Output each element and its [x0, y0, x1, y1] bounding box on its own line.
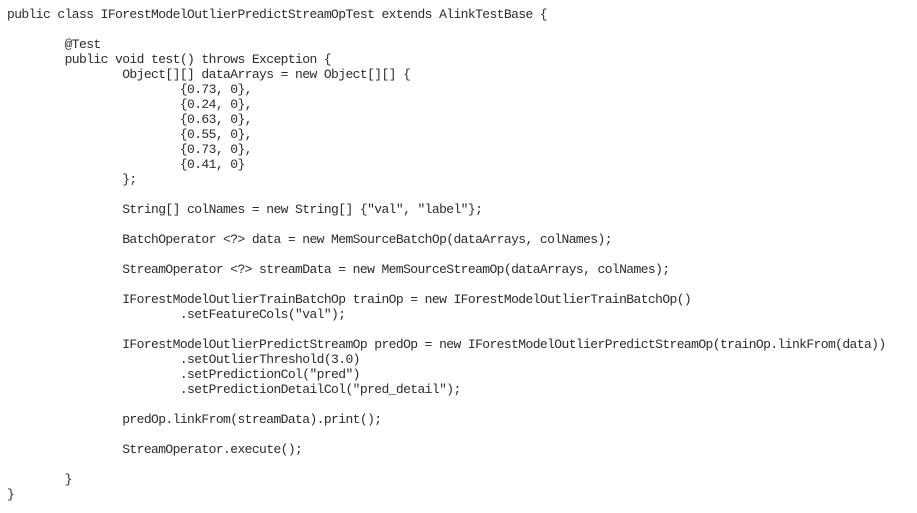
code-line-13: [7, 187, 917, 202]
code-line-6: {0.73, 0},: [7, 82, 253, 97]
code-line-18: StreamOperator <?> streamData = new MemS…: [7, 262, 670, 277]
code-line-22: [7, 322, 917, 337]
code-line-29: [7, 427, 917, 442]
code-line-16: BatchOperator <?> data = new MemSourceBa…: [7, 232, 612, 247]
code-line-15: [7, 217, 917, 232]
code-line-8: {0.63, 0},: [7, 112, 253, 127]
code-line-9: {0.55, 0},: [7, 127, 253, 142]
code-line-19: [7, 277, 917, 292]
code-line-11: {0.41, 0}: [7, 157, 245, 172]
code-line-33: }: [7, 487, 15, 502]
code-line-3: @Test: [7, 37, 102, 52]
code-line-14: String[] colNames = new String[] {"val",…: [7, 202, 483, 217]
code-line-28: predOp.linkFrom(streamData).print();: [7, 412, 382, 427]
code-line-7: {0.24, 0},: [7, 97, 253, 112]
code-line-25: .setPredictionCol("pred"): [7, 367, 361, 382]
code-line-27: [7, 397, 917, 412]
code-line-12: };: [7, 172, 137, 187]
code-line-24: .setOutlierThreshold(3.0): [7, 352, 361, 367]
code-line-31: [7, 457, 917, 472]
code-line-26: .setPredictionDetailCol("pred_detail");: [7, 382, 461, 397]
code-line-21: .setFeatureCols("val");: [7, 307, 346, 322]
code-line-20: IForestModelOutlierTrainBatchOp trainOp …: [7, 292, 692, 307]
code-line-4: public void test() throws Exception {: [7, 52, 332, 67]
code-line-1: public class IForestModelOutlierPredictS…: [7, 7, 548, 22]
code-line-23: IForestModelOutlierPredictStreamOp predO…: [7, 337, 886, 352]
code-line-17: [7, 247, 917, 262]
code-line-30: StreamOperator.execute();: [7, 442, 303, 457]
code-line-2: [7, 22, 917, 37]
code-line-10: {0.73, 0},: [7, 142, 253, 157]
code-line-32: }: [7, 472, 73, 487]
code-line-5: Object[][] dataArrays = new Object[][] {: [7, 67, 411, 82]
